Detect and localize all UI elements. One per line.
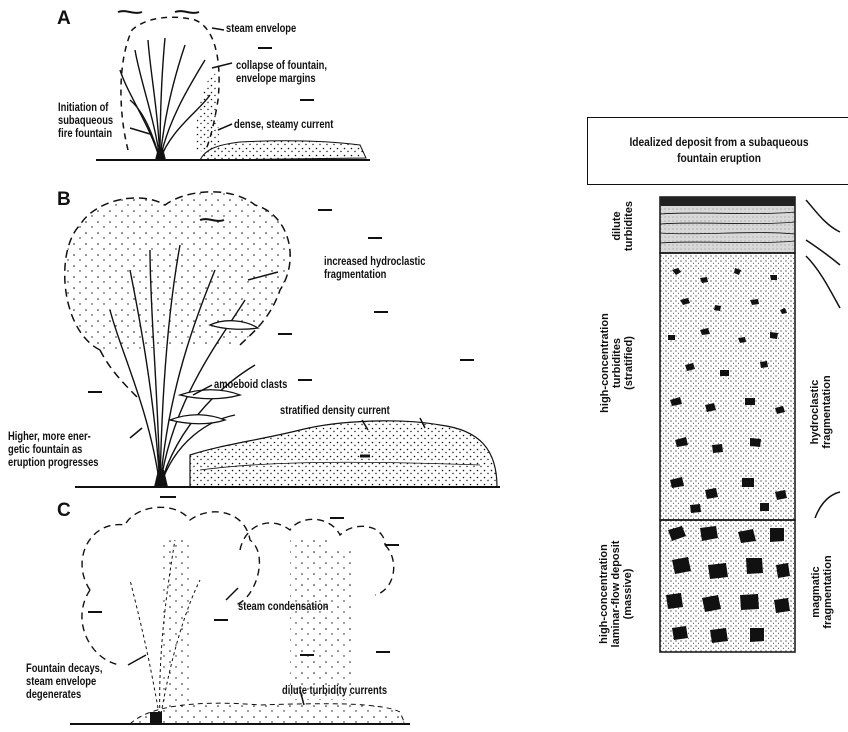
label-higher-fountain-line3: eruption progresses [8,456,99,469]
label-magmatic-fragmentation: magmatic fragmentation [810,555,834,629]
label-dilute-turbidites-line2: turbidites [623,181,635,271]
label-hc-turbidites-line2: turbidites [611,298,623,428]
steam-cloud-outline [65,192,290,350]
label-stratified-current: stratified density current [280,404,390,417]
label-laminar-flow-line2: laminar-flow deposit [610,514,622,674]
label-magmatic-frag-line2: fragmentation [822,555,834,629]
label-collapse-line2: envelope margins [236,72,316,85]
label-dilute-turbidites-line1: dilute [611,181,623,271]
stratified-current [190,421,497,487]
panel-b-drawing [65,192,500,487]
label-hc-turbidites-line3: (stratified) [623,298,635,428]
deposit-title-box: Idealized deposit from a subaqueous foun… [587,117,848,185]
label-initiation-line3: fire fountain [58,127,112,140]
collapse-dots [195,70,220,155]
label-dilute-currents: dilute turbidity currents [282,684,387,697]
panel-letter-a: A [57,8,71,30]
label-steam-condensation: steam condensation [238,600,329,613]
label-hc-turbidites: high-concentration turbidites (stratifie… [599,298,635,428]
dense-current [200,141,366,160]
label-hydroclastic-frag-line1: hydroclastic [809,372,821,452]
label-laminar-flow-line1: high-concentration [598,514,610,674]
deposit-title-line1: Idealized deposit from a subaqueous [608,135,831,150]
panel-letter-b: B [57,189,71,211]
label-hydroclastic-fragmentation: hydroclastic fragmentation [809,372,833,452]
deposit-title-line2: fountain eruption [608,151,831,166]
label-decays-line3: degenerates [26,688,81,701]
label-dilute-turbidites: dilute turbidites [611,181,635,271]
label-amoeboid-clasts: amoeboid clasts [214,378,287,391]
label-steam-envelope: steam envelope [226,22,296,35]
label-hc-turbidites-line1: high-concentration [599,298,611,428]
label-dense-current: dense, steamy current [234,118,333,131]
label-laminar-flow-line3: (massive) [622,514,634,674]
label-magmatic-frag-line1: magmatic [810,555,822,629]
label-hydroclastic-line2: fragmentation [324,268,386,281]
label-hydroclastic-frag-line2: fragmentation [821,372,833,452]
panel-letter-c: C [57,500,71,522]
label-laminar-flow-deposit: high-concentration laminar-flow deposit … [598,514,634,674]
